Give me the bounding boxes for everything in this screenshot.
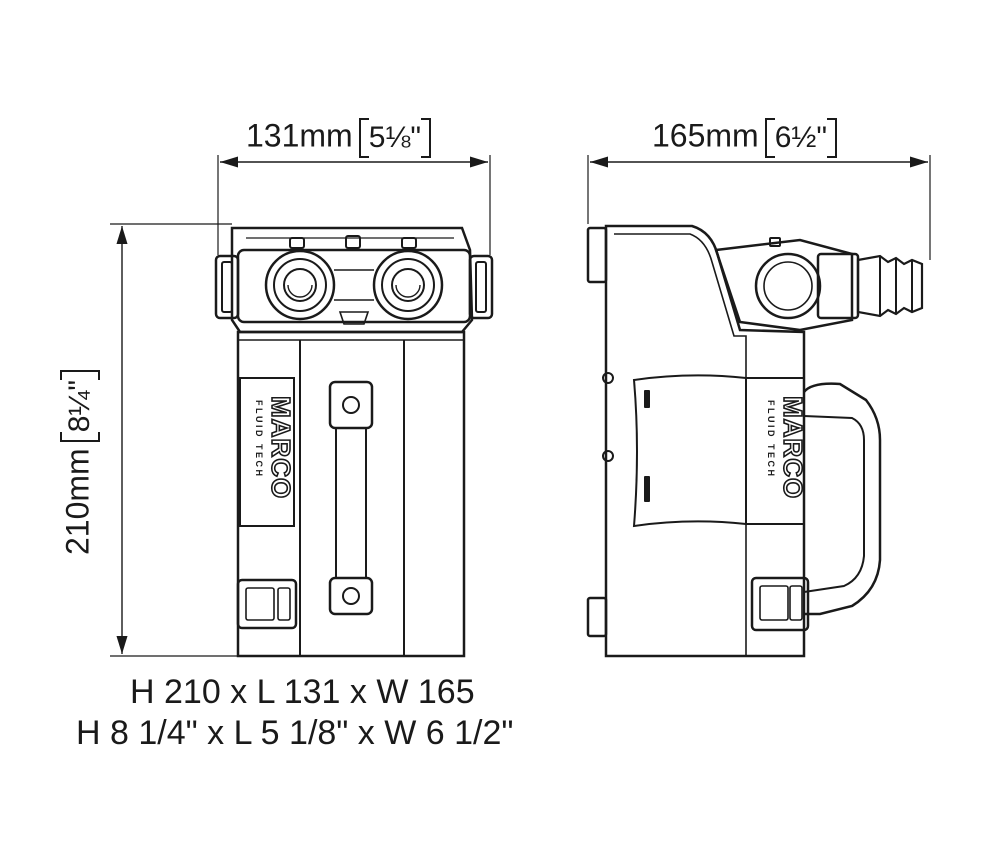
- front-pump-body: [236, 330, 466, 658]
- front-view: [110, 155, 494, 658]
- right-nut: [468, 254, 494, 320]
- height-dimension-label: 210mm 8¼": [59, 369, 100, 555]
- side-handle-guard: [803, 382, 882, 616]
- depth-dimension-label: 165mm 6½": [652, 117, 838, 158]
- height-imperial: 8¼": [63, 379, 96, 433]
- height-metric: 210mm: [59, 448, 96, 555]
- side-brand-logo: MARCO FLUID TECH: [766, 395, 809, 500]
- spec-imperial-line: H 8 1/4" x L 5 1/8" x W 6 1/2": [76, 714, 514, 752]
- svg-text:FLUID TECH: FLUID TECH: [766, 400, 776, 479]
- inlet-port: [264, 249, 336, 321]
- front-handle: [328, 380, 374, 616]
- svg-text:FLUID TECH: FLUID TECH: [254, 400, 264, 479]
- side-rocker-switch: [750, 576, 810, 632]
- left-nut: [214, 254, 240, 320]
- mounting-tab-top: [586, 226, 608, 284]
- width-imperial: 5⅛": [368, 121, 422, 154]
- width-metric: 131mm: [246, 117, 353, 154]
- mounting-tab-bottom: [586, 596, 608, 638]
- side-view: [586, 155, 931, 658]
- side-port: [754, 252, 822, 320]
- hose-barb: [856, 254, 924, 318]
- front-label-panel: [239, 377, 295, 527]
- depth-metric: 165mm: [652, 117, 759, 154]
- depth-imperial: 6½": [774, 121, 828, 154]
- width-dimension-label: 131mm 5⅛": [246, 117, 432, 158]
- outlet-port: [372, 249, 444, 321]
- side-panel-markings: [644, 390, 650, 502]
- svg-text:MARCO: MARCO: [778, 396, 808, 499]
- side-label-panel: [632, 374, 747, 528]
- front-brand-logo: MARCO FLUID TECH: [254, 395, 297, 500]
- front-rocker-switch: [236, 578, 298, 630]
- spec-metric-line: H 210 x L 131 x W 165: [130, 673, 475, 711]
- front-manifold-frame: [230, 226, 474, 334]
- side-manifold: [714, 238, 854, 332]
- svg-text:MARCO: MARCO: [266, 396, 296, 499]
